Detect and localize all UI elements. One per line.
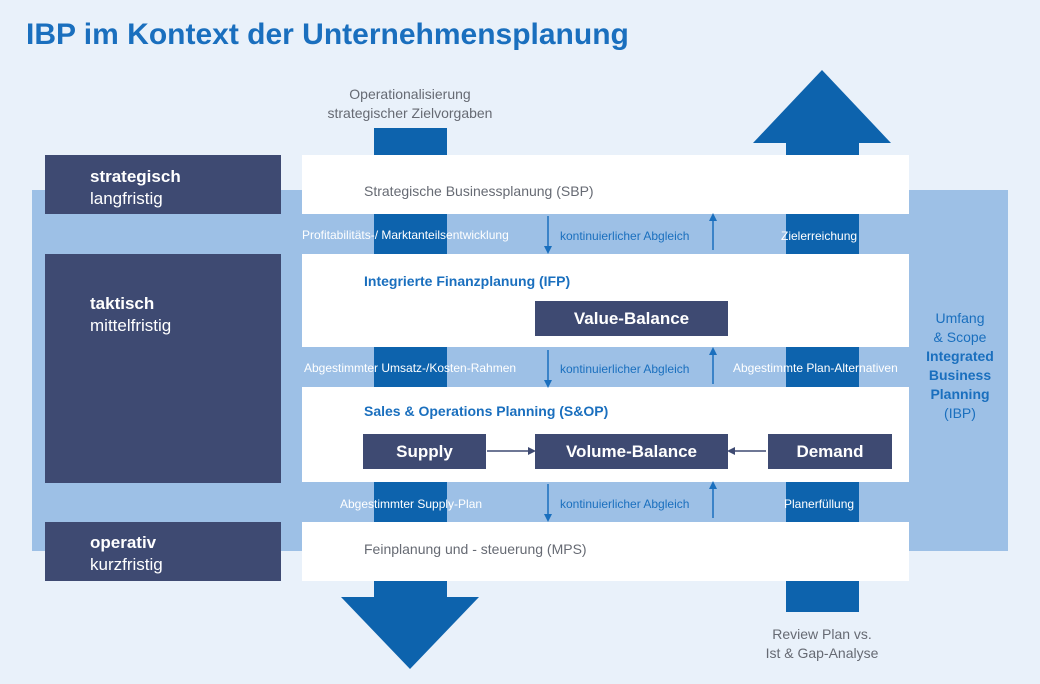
sbp-box: Strategische Businessplanung (SBP) [302, 155, 909, 214]
mps-label: Feinplanung und - steuerung (MPS) [364, 541, 587, 557]
level-operational-title: operativ [90, 533, 157, 552]
gap2-left-label: Abgestimmter Umsatz-/Kosten-Rahmen [304, 361, 517, 375]
gap1-right-label: Zielerreichung [781, 229, 858, 243]
scope-line6: (IBP) [944, 405, 976, 421]
gap3-right-label: Planerfüllung [784, 497, 855, 511]
gap3-left-label: Abgestimmter Supply-Plan [340, 497, 483, 511]
sbp-label: Strategische Businessplanung (SBP) [364, 183, 594, 199]
level-strategic-title: strategisch [90, 167, 181, 186]
bottom-arrow-caption: Review Plan vs. Ist & Gap-Analyse [722, 625, 922, 663]
level-operational-box: operativ kurzfristig [45, 522, 281, 581]
level-strategic-box: strategisch langfristig [45, 155, 281, 214]
ibp-scope-label: Umfang & Scope Integrated Business Plann… [912, 309, 1008, 423]
value-balance-box: Value-Balance [535, 301, 728, 336]
gap1-mid-label: kontinuierlicher Abgleich [560, 229, 690, 243]
demand-box: Demand [768, 434, 892, 469]
scope-line2: & Scope [933, 329, 987, 345]
bottom-arrow-caption-line2: Ist & Gap-Analyse [765, 645, 879, 661]
level-operational-horizon: kurzfristig [90, 555, 163, 574]
top-arrow-caption-line1: Operationalisierung [349, 86, 471, 102]
supply-box: Supply [363, 434, 486, 469]
scope-line4: Business [928, 367, 992, 383]
sop-label: Sales & Operations Planning (S&OP) [364, 403, 609, 419]
top-arrow-caption: Operationalisierung strategischer Zielvo… [310, 85, 510, 123]
bottom-arrow-caption-line1: Review Plan vs. [772, 626, 872, 642]
scope-line5: Planning [930, 386, 990, 402]
level-tactical-box: taktisch mittelfristig [45, 254, 281, 483]
level-strategic-horizon: langfristig [90, 189, 163, 208]
gap2-right-label: Abgestimmte Plan-Alternativen [733, 361, 898, 375]
top-arrow-caption-line2: strategischer Zielvorgaben [327, 105, 493, 121]
gap1-left-label: Profitabilitäts-/ Marktanteilsentwicklun… [302, 228, 509, 242]
scope-line1: Umfang [935, 310, 985, 326]
ifp-label: Integrierte Finanzplanung (IFP) [364, 273, 571, 289]
down-arrow-head [341, 597, 479, 669]
sop-box: Sales & Operations Planning (S&OP) Suppl… [302, 387, 909, 482]
level-tactical-horizon: mittelfristig [90, 316, 172, 335]
scope-line3: Integrated [926, 348, 994, 364]
gap2-mid-label: kontinuierlicher Abgleich [560, 362, 690, 376]
up-arrow-head [753, 70, 891, 143]
level-tactical-title: taktisch [90, 294, 155, 313]
volume-balance-box: Volume-Balance [535, 434, 728, 469]
ifp-box: Integrierte Finanzplanung (IFP) Value-Ba… [302, 254, 909, 347]
gap3-mid-label: kontinuierlicher Abgleich [560, 497, 690, 511]
mps-box: Feinplanung und - steuerung (MPS) [302, 522, 909, 581]
page-title: IBP im Kontext der Unternehmensplanung [26, 18, 629, 51]
